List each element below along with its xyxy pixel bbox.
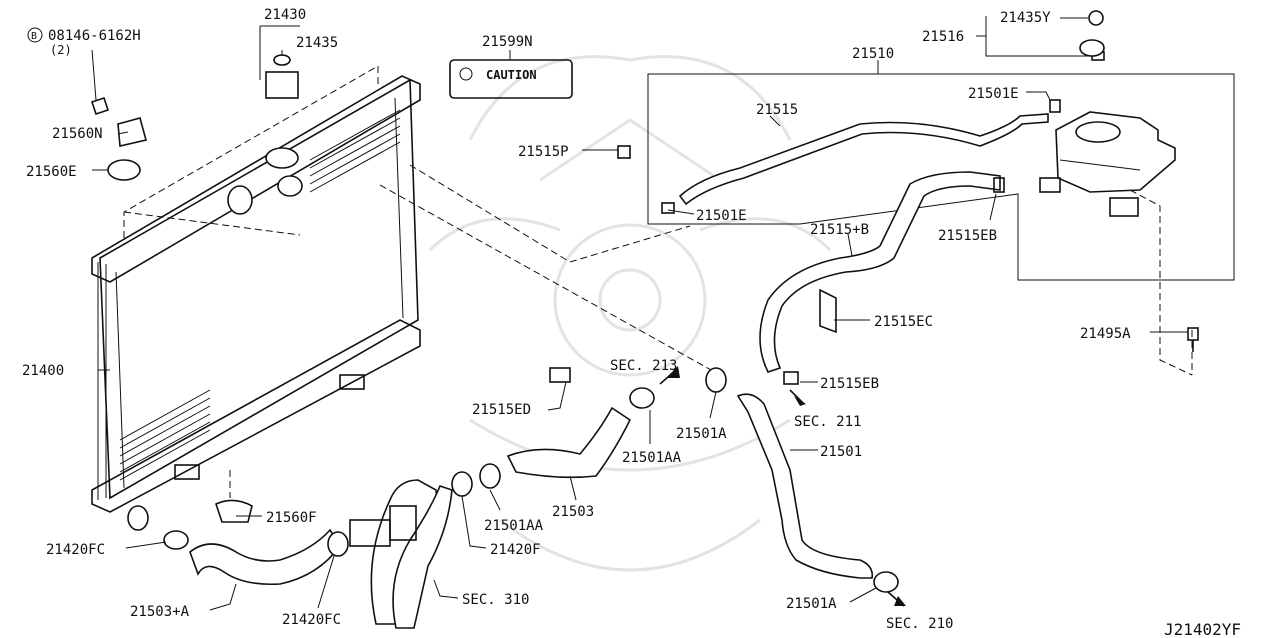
label-sec210: SEC. 210 bbox=[886, 616, 953, 632]
label-21501e-mid: 21501E bbox=[696, 208, 747, 224]
label-21420fc-low: 21420FC bbox=[282, 612, 341, 628]
caution-label-21599n: CAUTION bbox=[449, 59, 573, 99]
dashed-reference-lines bbox=[123, 65, 1193, 498]
label-21560n: 21560N bbox=[52, 126, 103, 142]
label-21599n: 21599N bbox=[482, 34, 533, 50]
label-bolt-code: 08146-6162H bbox=[48, 28, 141, 44]
label-sec211: SEC. 211 bbox=[794, 414, 861, 430]
bolt-prefix: B bbox=[31, 31, 37, 42]
label-21503a: 21503+A bbox=[130, 604, 190, 620]
hose-21515 bbox=[678, 113, 1049, 206]
label-21515p: 21515P bbox=[518, 144, 569, 160]
label-21430: 21430 bbox=[264, 7, 306, 23]
hose-sec310-b bbox=[392, 485, 453, 629]
label-21560e: 21560E bbox=[26, 164, 77, 180]
label-21420f: 21420F bbox=[490, 542, 541, 558]
label-21515b: 21515+B bbox=[810, 222, 869, 238]
label-21501aa-mid: 21501AA bbox=[622, 450, 682, 466]
label-21495a: 21495A bbox=[1080, 326, 1131, 342]
caution-text: CAUTION bbox=[486, 68, 537, 82]
label-21400: 21400 bbox=[22, 363, 64, 379]
hose-21515b bbox=[759, 171, 1001, 373]
label-21501a-low: 21501A bbox=[786, 596, 837, 612]
hose-clamps bbox=[163, 367, 899, 593]
radiator-fins bbox=[119, 109, 401, 481]
diagram-code: J21402YF bbox=[1164, 620, 1241, 638]
label-21515ed: 21515ED bbox=[472, 402, 531, 418]
label-21515: 21515 bbox=[756, 102, 798, 118]
hose-21501 bbox=[736, 393, 874, 579]
label-21501e-top: 21501E bbox=[968, 86, 1019, 102]
label-21515ec: 21515EC bbox=[874, 314, 933, 330]
label-sec310: SEC. 310 bbox=[462, 592, 529, 608]
bolt-b-symbol bbox=[27, 27, 43, 43]
hose-21503 bbox=[506, 406, 632, 479]
label-21435: 21435 bbox=[296, 35, 338, 51]
leader-lines bbox=[91, 16, 1188, 611]
label-21516: 21516 bbox=[922, 29, 964, 45]
label-21501a-mid: 21501A bbox=[676, 426, 727, 442]
label-21435y: 21435Y bbox=[1000, 10, 1051, 26]
reservoir-assembly-box bbox=[647, 73, 1235, 281]
water-outlet bbox=[349, 505, 417, 547]
radiator-core bbox=[91, 75, 421, 531]
label-21515eb-low: 21515EB bbox=[820, 376, 879, 392]
label-21515eb-top: 21515EB bbox=[938, 228, 997, 244]
label-21420fc-left: 21420FC bbox=[46, 542, 105, 558]
direction-arrows bbox=[659, 366, 906, 607]
hose-21503a bbox=[189, 528, 341, 586]
part-labels: B 08146-6162H (2) 21430 21435 21599N 215… bbox=[22, 7, 1241, 638]
label-sec213: SEC. 213 bbox=[610, 358, 677, 374]
label-21510: 21510 bbox=[852, 46, 894, 62]
label-bolt-qty: (2) bbox=[50, 43, 72, 57]
label-21501: 21501 bbox=[820, 444, 862, 460]
label-21501aa-low: 21501AA bbox=[484, 518, 544, 534]
reservoir-tank bbox=[1039, 10, 1176, 217]
small-clamps bbox=[549, 99, 1199, 385]
label-21503: 21503 bbox=[552, 504, 594, 520]
label-21560f: 21560F bbox=[266, 510, 317, 526]
